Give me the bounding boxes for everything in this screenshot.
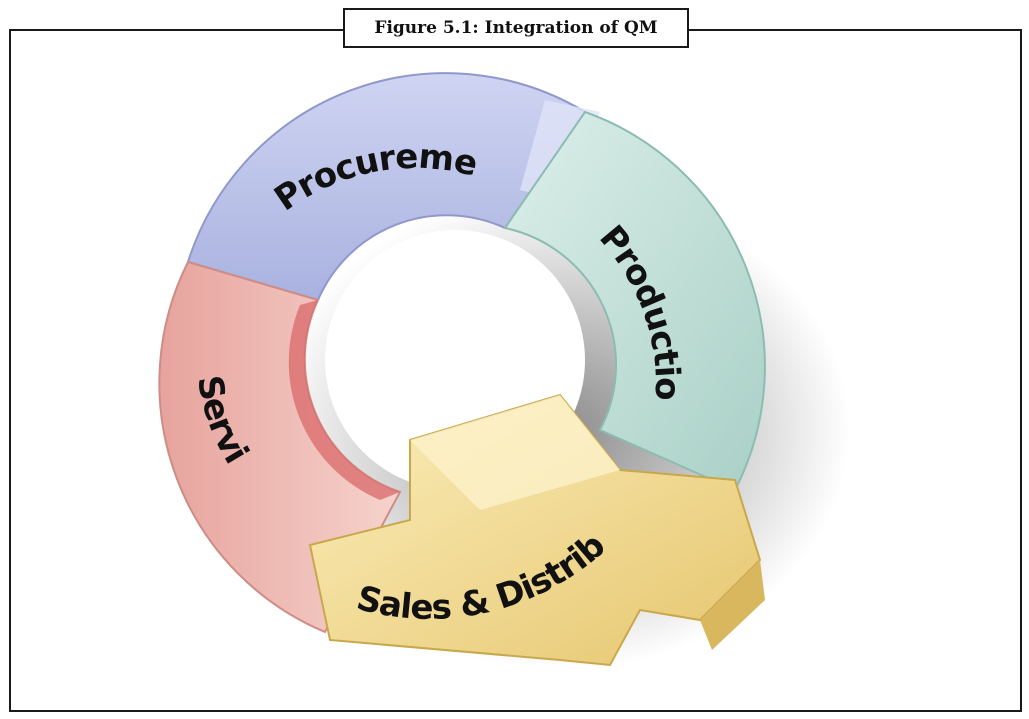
figure-caption: Figure 5.1: Integration of QM	[343, 8, 689, 48]
sales-distribution-top-face	[410, 395, 620, 510]
sales-distribution-side-face	[700, 560, 765, 650]
production-segment	[503, 110, 766, 492]
service-inner-edge	[288, 300, 400, 500]
procurement-segment	[186, 72, 587, 302]
